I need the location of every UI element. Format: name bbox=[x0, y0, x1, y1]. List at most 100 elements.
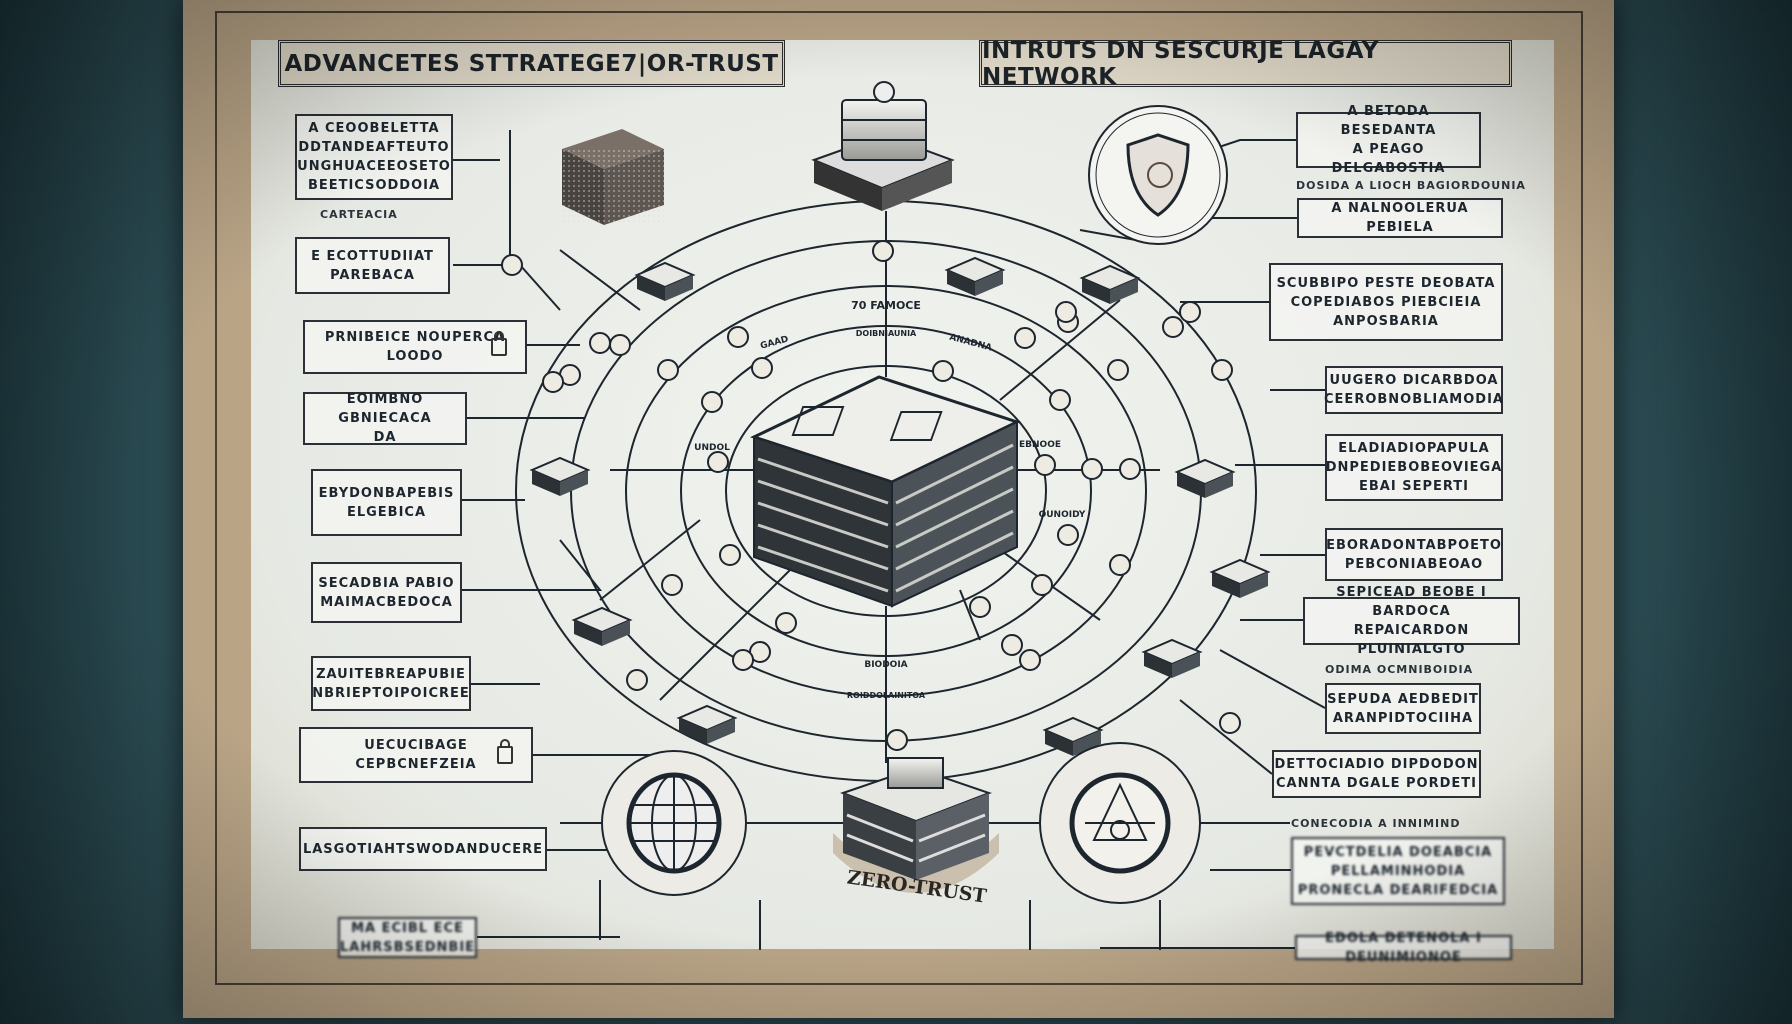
left-label-box: ZAUITEBREAPUBIE NBRIEPTOIPOICREE bbox=[311, 656, 471, 711]
box-text-line: A NALNOOLERUA PEBIELA bbox=[1331, 201, 1469, 235]
globe-icon bbox=[601, 750, 747, 896]
left-label-box: A CEOOBELETTA DDTANDEAFTEUTO UNGHUACEEOSET… bbox=[295, 114, 453, 200]
box-text-line: EBAI SEPERTI bbox=[1359, 479, 1469, 494]
title-left: ADVANCETES STTRATEGE7|OR-TRUST bbox=[278, 40, 785, 87]
box-text-line: SCUBBIPO PESTE DEOBATA bbox=[1276, 275, 1496, 291]
box-text-line: EOIMBNO GBNIECACA bbox=[338, 392, 432, 426]
box-text-line: EBYDONBAPEBIS bbox=[318, 485, 455, 501]
box-text-line: ARANPIDTOCIIHA bbox=[1332, 710, 1474, 726]
right-box-caption: ODIMA OCMNIBOIDIA bbox=[1325, 663, 1474, 676]
node-lock-icon bbox=[872, 240, 894, 262]
network-device-icon bbox=[944, 256, 1006, 296]
node-lock-icon bbox=[589, 332, 611, 354]
box-text-line: ELGEBICA bbox=[346, 504, 427, 520]
box-text-line: PEVCTDELIA DOEABCIA bbox=[1303, 844, 1493, 860]
center-left-label: GAAD bbox=[759, 335, 789, 352]
node-lock-icon bbox=[542, 371, 564, 393]
server-icon bbox=[833, 757, 999, 893]
box-text-line: LOODO bbox=[386, 349, 444, 364]
right-label-box: UUGERO DICARBDOA CEEROBNOBLIAMODIA bbox=[1324, 366, 1504, 414]
right-label-box: DETTOCIADIO DIPDODON CANNTA DGALE PORDETI bbox=[1272, 750, 1481, 798]
node-lock-icon bbox=[501, 254, 523, 276]
lock-icon bbox=[491, 331, 507, 356]
center-lower-right: OUNOIDY bbox=[1039, 510, 1086, 520]
right-label-box: PEVCTDELIA DOEABCIA PELLAMINHODIA PRONECLA… bbox=[1291, 837, 1505, 905]
box-text-line: SEPUDA AEDBEDIT bbox=[1327, 691, 1479, 707]
node-lock-icon bbox=[1034, 454, 1056, 476]
title-right: INTRUTS DN SESCURJE LAGAY NETWORK bbox=[979, 38, 1512, 90]
node-lock-icon bbox=[609, 334, 631, 356]
node-lock-icon bbox=[1219, 712, 1241, 734]
box-text-line: MA ECIBL ECE bbox=[351, 920, 464, 936]
box-text-line: COPEDIABOS PIEBCIEIA bbox=[1290, 294, 1482, 310]
network-device-icon bbox=[571, 606, 633, 646]
center-right-label: ANADNA bbox=[948, 333, 993, 354]
box-text-line: E ECOTTUDIIAT bbox=[311, 248, 434, 264]
node-lock-icon bbox=[719, 544, 741, 566]
box-text-line: UNGHUACEEOSETO bbox=[297, 159, 451, 174]
left-label-box: MA ECIBL ECE LAHRSBSEDNBIE bbox=[338, 917, 477, 958]
network-device-icon bbox=[529, 456, 591, 496]
node-lock-icon bbox=[1109, 554, 1131, 576]
box-text-line: PRNIBEICE NOUPERCA bbox=[324, 330, 506, 345]
node-lock-icon bbox=[732, 649, 754, 671]
center-bottom-sub: ROIDDOLAINITOA bbox=[847, 691, 926, 700]
box-text-line: BEETICSODDOIA bbox=[307, 178, 441, 193]
network-device-icon bbox=[1141, 638, 1203, 678]
node-lock-icon bbox=[1107, 359, 1129, 381]
left-label-box: UECUCIBAGE CEPBCNEFZEIA bbox=[299, 727, 533, 783]
box-text-line: NBRIEPTOIPOICREE bbox=[312, 685, 470, 701]
box-text-line: LASGOTIAHTSWODANDUCERE bbox=[302, 841, 544, 857]
server-rack-icon bbox=[749, 375, 1022, 608]
network-device-icon bbox=[676, 704, 738, 744]
box-text-line: UUGERO DICARBDOA bbox=[1329, 373, 1499, 388]
shield-icon bbox=[1088, 105, 1228, 245]
node-lock-icon bbox=[1057, 524, 1079, 546]
emblem-icon bbox=[1039, 742, 1201, 904]
poster-frame bbox=[215, 11, 1583, 985]
box-text-line: DNPEDIEBOBEOVIEGA bbox=[1325, 460, 1503, 475]
box-text-line: CEEROBNOBLIAMODIA bbox=[1324, 392, 1504, 407]
box-text-line: CANNTA DGALE PORDETI bbox=[1276, 776, 1477, 791]
box-text-line: EBORADONTABPOETO bbox=[1326, 537, 1502, 553]
box-text-line: CEPBCNEFZEIA bbox=[355, 757, 477, 772]
left-label-box: E ECOTTUDIIAT PAREBACA bbox=[295, 237, 450, 294]
box-text-line: A CEOOBELETTA bbox=[308, 121, 440, 136]
node-lock-icon bbox=[775, 612, 797, 634]
node-lock-icon bbox=[701, 391, 723, 413]
left-box-caption: CARTEACIA bbox=[320, 208, 398, 221]
network-device-icon bbox=[1042, 716, 1104, 756]
lock-icon bbox=[497, 739, 513, 764]
left-label-box: PRNIBEICE NOUPERCA LOODO bbox=[303, 320, 527, 374]
right-box-caption: DOSIDA A LIOCH BAGIORDOUNIA bbox=[1296, 179, 1526, 192]
data-block-icon bbox=[562, 129, 664, 225]
node-lock-icon bbox=[657, 359, 679, 381]
node-lock-icon bbox=[1211, 359, 1233, 381]
right-box-caption: CONECODIA A INNIMIND bbox=[1291, 817, 1461, 830]
box-text-line: PELLAMINHODIA bbox=[1330, 863, 1466, 879]
node-lock-icon bbox=[1014, 327, 1036, 349]
left-label-box: LASGOTIAHTSWODANDUCERE bbox=[299, 827, 547, 871]
node-lock-icon bbox=[727, 326, 749, 348]
node-lock-icon bbox=[661, 574, 683, 596]
box-text-line: UECUCIBAGE bbox=[364, 738, 468, 753]
box-text-line: PRONECLA DEARIFEDCIA bbox=[1297, 882, 1499, 898]
box-text-line: PAREBACA bbox=[330, 267, 415, 283]
box-text-line: DETTOCIADIO DIPDODON bbox=[1274, 757, 1479, 772]
node-lock-icon bbox=[707, 451, 729, 473]
box-text-line: EDOLA DETENOLA I DEUNIMIONOE bbox=[1325, 930, 1482, 965]
network-device-icon bbox=[634, 261, 696, 301]
center-inner-right: EBNOOE bbox=[1019, 440, 1061, 450]
box-text-line: ZAUITEBREAPUBIE bbox=[316, 666, 466, 682]
box-text-line: MAIMACBEDOCA bbox=[320, 594, 453, 610]
box-text-line: LAHRSBSEDNBIE bbox=[339, 939, 476, 955]
box-text-line: DDTANDEAFTEUTO bbox=[298, 140, 450, 155]
node-lock-icon bbox=[932, 360, 954, 382]
